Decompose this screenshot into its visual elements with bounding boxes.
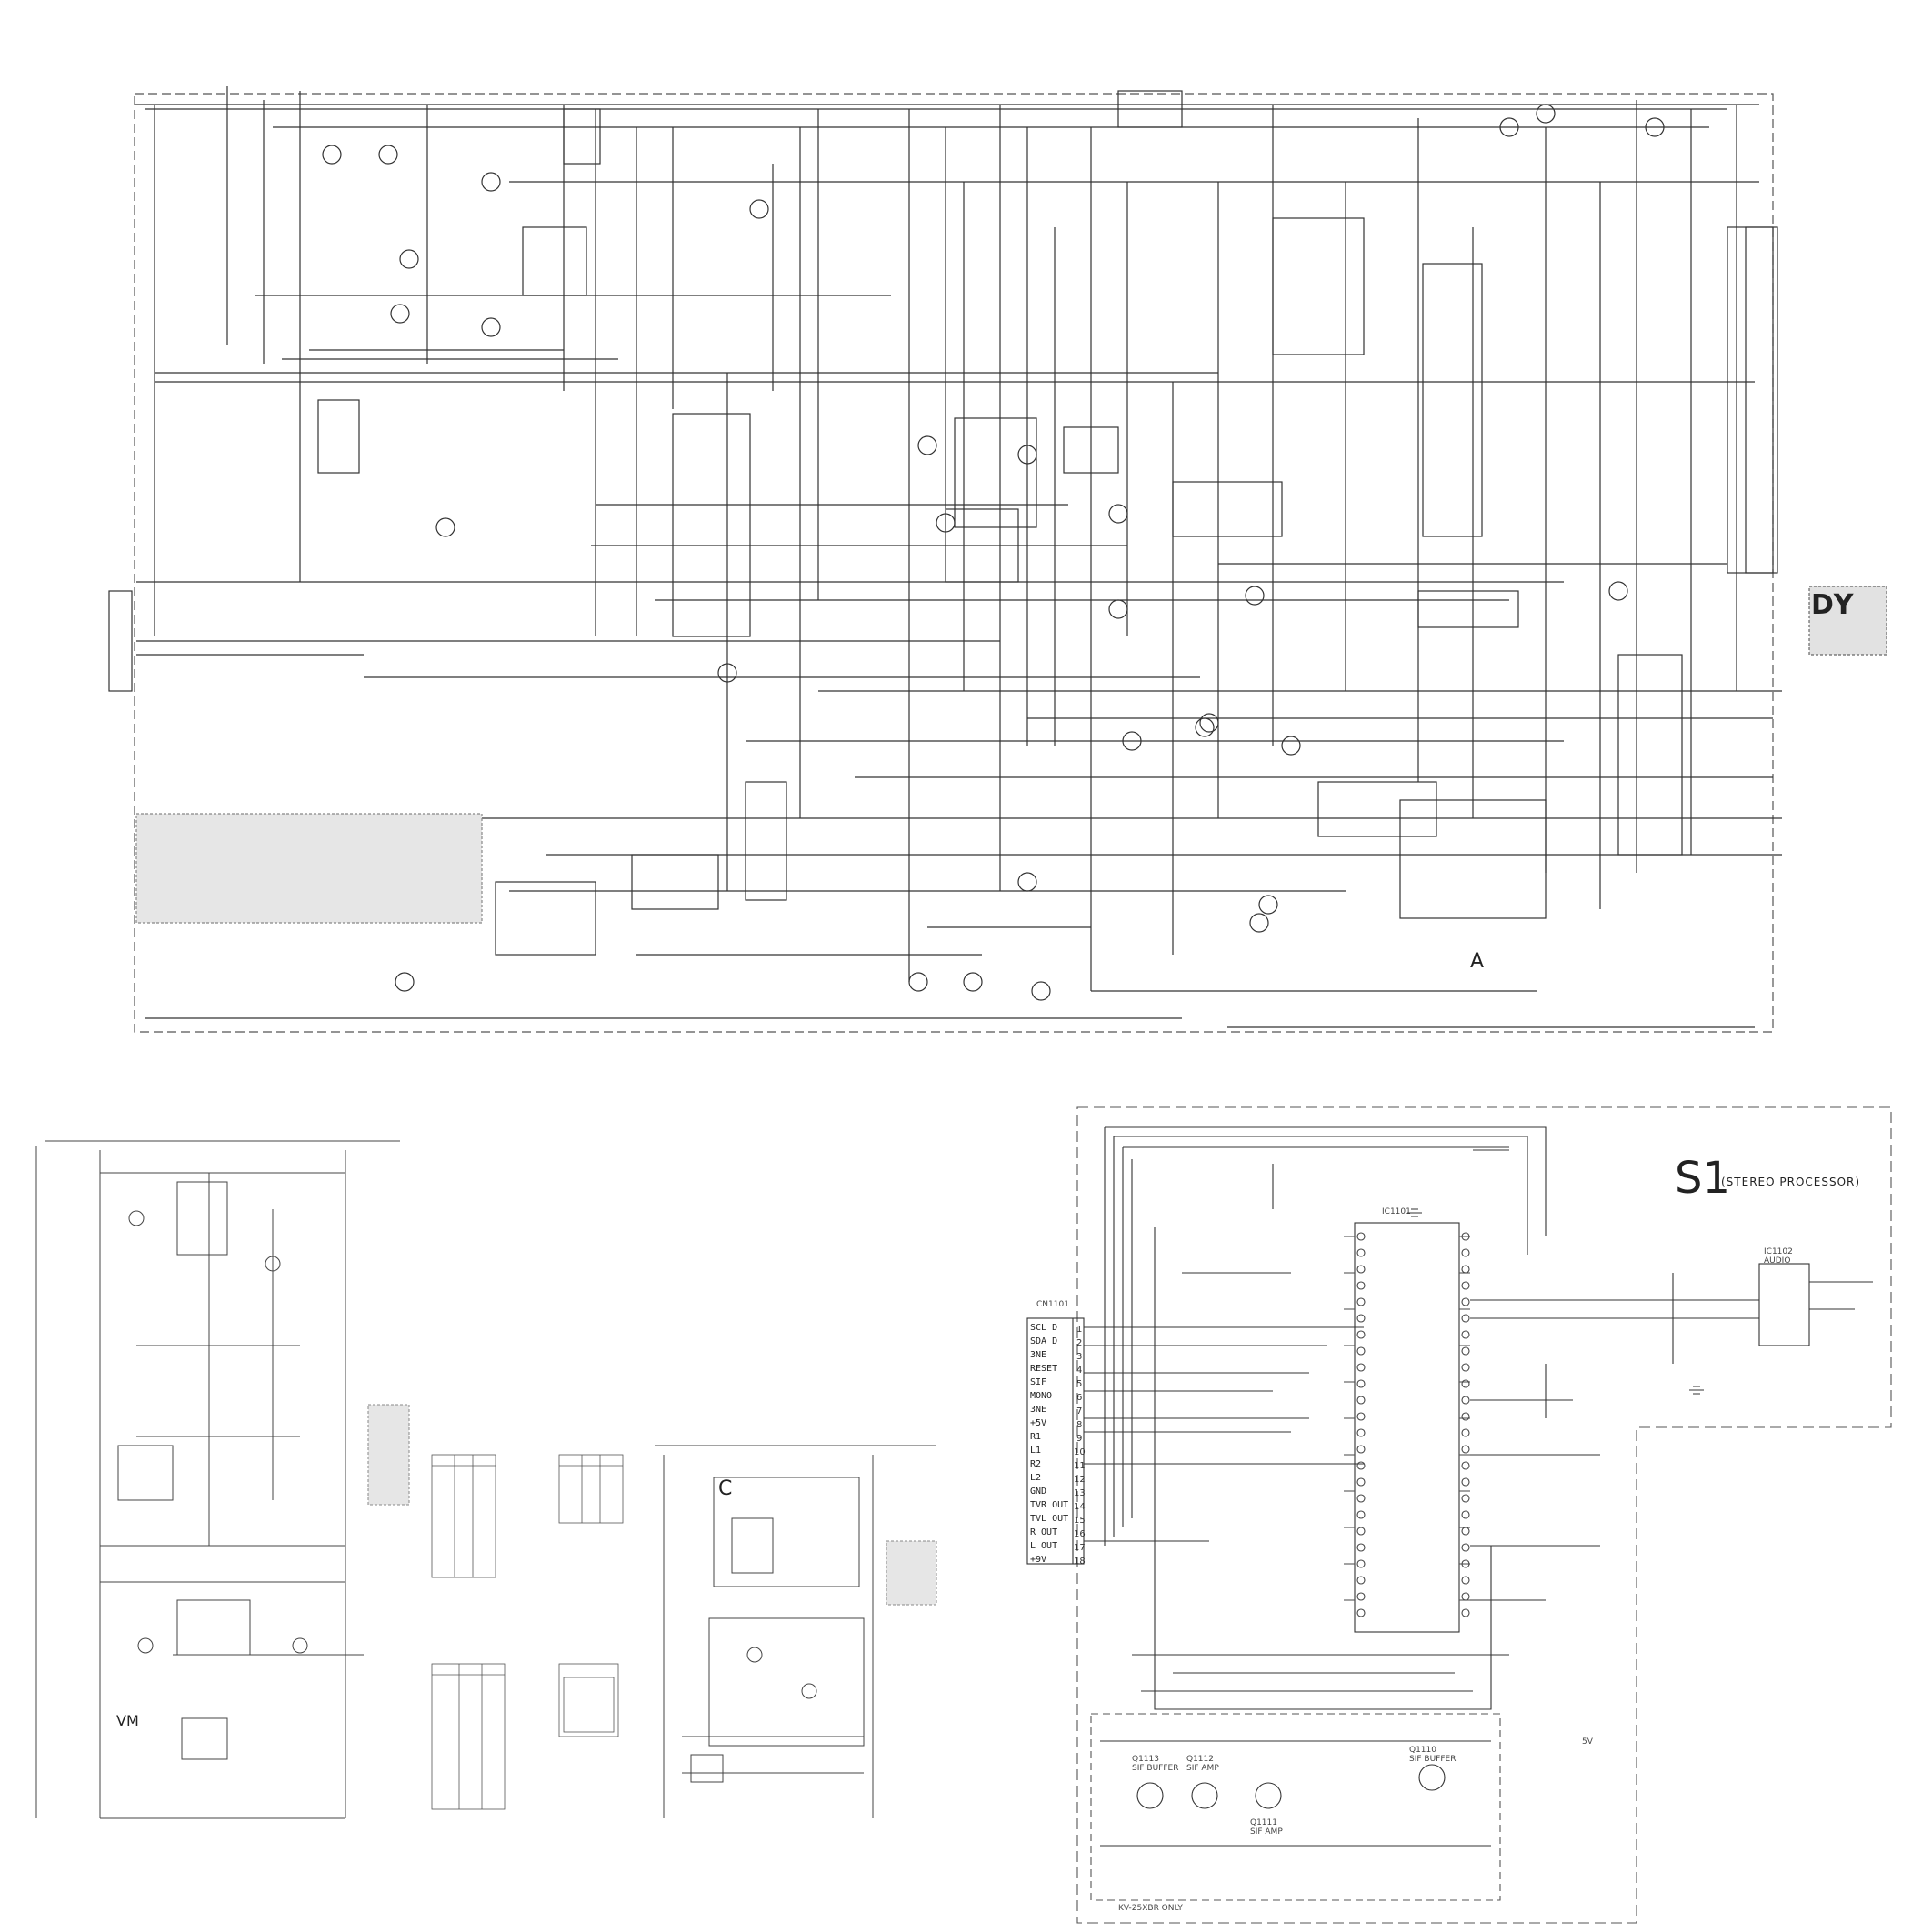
connector-pin-label: SIF [1030, 1377, 1047, 1387]
table-group [431, 1454, 624, 1810]
connector-title: CN1101 [1036, 1300, 1069, 1309]
board-a-schematic [108, 86, 1887, 1033]
board-s1-label: S1 [1675, 1153, 1731, 1204]
svg-text:2: 2 [1076, 1338, 1082, 1348]
svg-text:6: 6 [1076, 1393, 1082, 1403]
transistor-ref: Q1111 [1250, 1818, 1277, 1827]
transistor-q1112: Q1112 SIF AMP [1186, 1755, 1219, 1773]
svg-text:5: 5 [1076, 1379, 1082, 1389]
transistor-ref: Q1113 [1132, 1755, 1159, 1764]
transistor-note: SIF BUFFER [1132, 1764, 1179, 1773]
board-c-schematic [655, 1445, 937, 1818]
svg-text:1: 1 [1076, 1325, 1082, 1335]
connector-pin-label: +5V [1030, 1418, 1047, 1428]
svg-text:13: 13 [1074, 1488, 1086, 1498]
connector-pin-label: R2 [1030, 1459, 1042, 1469]
main-ic-ref: IC1101 [1382, 1207, 1411, 1216]
svg-text:10: 10 [1074, 1447, 1086, 1457]
bottom-note: KV-25XBR ONLY [1118, 1904, 1183, 1913]
connector-pin-label: RESET [1030, 1364, 1058, 1374]
svg-text:12: 12 [1074, 1475, 1086, 1485]
transistor-note: SIF AMP [1250, 1827, 1283, 1837]
svg-text:8: 8 [1076, 1420, 1082, 1430]
vm-label: VM [116, 1712, 139, 1729]
svg-text:11: 11 [1074, 1461, 1086, 1471]
transistor-note: SIF AMP [1186, 1764, 1219, 1773]
connector-pin-label: MONO [1030, 1391, 1053, 1401]
transistor-q1110: Q1110 SIF BUFFER [1409, 1746, 1456, 1764]
connector-pin-label: 3NE [1030, 1350, 1047, 1360]
sub-ic-title: AUDIO [1764, 1256, 1791, 1266]
transistor-note: SIF BUFFER [1409, 1755, 1457, 1764]
board-c-label: C [718, 1477, 733, 1500]
deflection-yoke-label: DY [1811, 589, 1856, 621]
svg-text:16: 16 [1074, 1529, 1086, 1539]
svg-text:9: 9 [1076, 1434, 1082, 1444]
transistor-ref: Q1112 [1186, 1755, 1214, 1764]
connector-pin-label: L OUT [1030, 1541, 1058, 1551]
svg-text:18: 18 [1074, 1557, 1086, 1567]
connector-pin-label: L1 [1030, 1446, 1042, 1456]
connector-pin-label: +9V [1030, 1555, 1047, 1565]
connector-pin-label: 3NE [1030, 1405, 1047, 1415]
svg-text:17: 17 [1074, 1543, 1086, 1553]
connector-pin-label: TVR OUT [1030, 1500, 1069, 1510]
svg-text:15: 15 [1074, 1516, 1086, 1526]
transistor-ref: Q1110 [1409, 1746, 1436, 1755]
board-s1-title: (STEREO PROCESSOR) [1721, 1176, 1861, 1188]
lower-left-schematic [35, 1140, 410, 1819]
svg-text:7: 7 [1076, 1406, 1082, 1416]
svg-text:3: 3 [1076, 1352, 1082, 1362]
sub-ic-ref: IC1102 [1764, 1247, 1793, 1256]
connector-pin-label: R OUT [1030, 1527, 1058, 1537]
svg-text:14: 14 [1074, 1502, 1086, 1512]
connector-pin-label: SCL D [1030, 1323, 1058, 1333]
svg-text:4: 4 [1076, 1366, 1082, 1376]
connector-pin-label: R1 [1030, 1432, 1042, 1442]
connector-pin-label: L2 [1030, 1473, 1042, 1483]
board-s1-schematic [1026, 1106, 1892, 1924]
connector-pin-label: SDA D [1030, 1336, 1058, 1346]
supply-note: 5V [1582, 1737, 1593, 1747]
connector-pin-label: GND [1030, 1487, 1047, 1497]
board-a-label: A [1470, 950, 1485, 973]
transistor-q1111: Q1111 SIF AMP [1250, 1818, 1283, 1837]
connector-pin-label: TVL OUT [1030, 1514, 1069, 1524]
transistor-q1113: Q1113 SIF BUFFER [1132, 1755, 1178, 1773]
